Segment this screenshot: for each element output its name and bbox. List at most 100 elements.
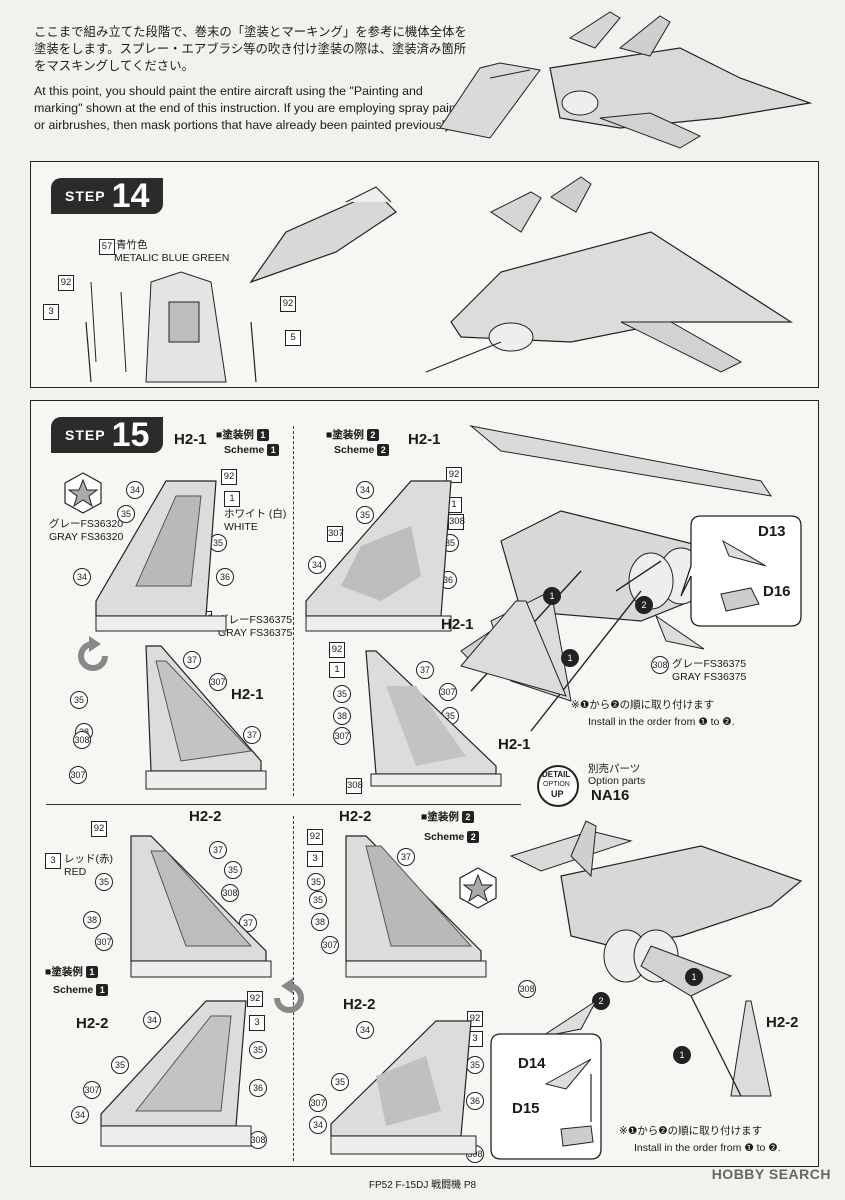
paint-num: 35: [307, 873, 325, 891]
paint-num: 36: [249, 1079, 267, 1097]
rotate-arrow-icon: [274, 978, 304, 1013]
step-15-number: 15: [111, 416, 150, 454]
paint-num: 37: [239, 914, 257, 932]
part-num: 92: [467, 1011, 483, 1027]
divider-vertical-top: [293, 426, 294, 796]
install-order-en: Install in the order from ❶ to ❷.: [634, 1142, 781, 1154]
paint-num: 38: [311, 913, 329, 931]
gray-fs36375-jp: グレーFS36375: [672, 658, 747, 670]
paint-num: 34: [309, 1116, 327, 1134]
paint-num: 34: [356, 1021, 374, 1039]
paint-num: 34: [126, 481, 144, 499]
paint-num: 36: [466, 1092, 484, 1110]
intro-en: At this point, you should paint the enti…: [34, 84, 466, 132]
aircraft-overview-illustration: [439, 11, 813, 149]
tail-fin-h2-1-scheme1: [95, 480, 227, 632]
tail-fin-h2-1-rotated-scheme2: [365, 650, 502, 787]
paint-num: 308: [651, 656, 669, 674]
step-15-header: STEP 15: [51, 416, 164, 454]
part-label-d15: D15: [512, 1100, 540, 1117]
paint-num: 35: [95, 873, 113, 891]
paint-num: 37: [416, 661, 434, 679]
cockpit-detail-illustration: [85, 271, 257, 383]
paint-num: 307: [69, 766, 87, 784]
part-label-h2-2: H2-2: [343, 996, 376, 1013]
watermark: HOBBY SEARCH: [711, 1166, 831, 1182]
tail-fin-h2-2-scheme2: [345, 835, 487, 978]
part-num: 3: [307, 851, 323, 867]
part-label-h2-2: H2-2: [189, 808, 222, 825]
order-marker-1: 1: [673, 1046, 691, 1064]
part-number-3: 3: [43, 304, 59, 320]
part-label-h2-2: H2-2: [766, 1014, 799, 1031]
tail-fin-h2-2-scheme1: [100, 1000, 252, 1147]
paint-num: 307: [333, 727, 351, 745]
paint-num: 308: [518, 980, 536, 998]
paint-num: 35: [331, 1073, 349, 1091]
intro-jp: ここまで組み立てた段階で、巻末の「塗装とマーキング」を参考に機体全体を塗装をしま…: [34, 25, 467, 73]
paint-num: 307: [83, 1081, 101, 1099]
part-num: 308: [346, 778, 363, 794]
part-num: 307: [327, 526, 344, 542]
detail-up-badge-icon: [537, 765, 579, 807]
part-308-illustration: [540, 1000, 597, 1038]
paint-num: 37: [243, 726, 261, 744]
part-label-h2-1: H2-1: [174, 431, 207, 448]
paint-num: 35: [117, 505, 135, 523]
intro-text: ここまで組み立てた段階で、巻末の「塗装とマーキング」を参考に機体全体を塗装をしま…: [34, 24, 474, 134]
detail-badge-text: DETAIL: [542, 770, 571, 779]
part-label-d13: D13: [758, 523, 786, 540]
install-order-jp: ※❶から❷の順に取り付けます: [571, 699, 715, 711]
option-part-code: NA16: [591, 787, 630, 804]
part-label-h2-1: H2-1: [498, 736, 531, 753]
paint-num: 35: [466, 1056, 484, 1074]
red-label-en: RED: [64, 866, 87, 878]
paint-num: 37: [183, 651, 201, 669]
paint-num: 38: [83, 911, 101, 929]
step-14-number: 14: [111, 177, 150, 215]
detail-badge-text: OPTION: [543, 781, 570, 788]
part-num: 92: [247, 991, 263, 1007]
paint-num: 35: [70, 691, 88, 709]
star-marking-icon: [64, 472, 102, 514]
step-14-header: STEP 14: [51, 177, 164, 215]
order-marker-2: 2: [592, 992, 610, 1010]
part-308-illustration: [654, 614, 705, 650]
paint-num: 35: [111, 1056, 129, 1074]
part-label-h2-1: H2-1: [231, 686, 264, 703]
paint-num: 308: [221, 884, 239, 902]
paint-num: 34: [356, 481, 374, 499]
part-num: 92: [446, 467, 462, 483]
paint-num: 35: [224, 861, 242, 879]
part-num: 3: [45, 853, 61, 869]
gray-fs36320-en: GRAY FS36320: [49, 531, 124, 543]
paint-number-57: 57: [99, 239, 115, 255]
gray-fs36375-en: GRAY FS36375: [672, 671, 747, 683]
part-label-h2-1: H2-1: [441, 616, 474, 633]
paint-num: 37: [209, 841, 227, 859]
part-label-h2-2: H2-2: [76, 1015, 109, 1032]
rotate-arrow-icon: [78, 636, 108, 671]
order-marker-1: 1: [543, 587, 561, 605]
red-label-jp: レッド(赤): [64, 853, 113, 865]
paint-num: 307: [95, 933, 113, 951]
part-number-92-left: 92: [58, 275, 74, 291]
part-num: 92: [91, 821, 107, 837]
part-num: 3: [249, 1015, 265, 1031]
paint-num: 34: [73, 568, 91, 586]
paint-num: 34: [71, 1106, 89, 1124]
part-num: 1: [224, 491, 240, 507]
order-marker-1: 1: [561, 649, 579, 667]
paint-num: 35: [356, 506, 374, 524]
gray-fs36375-en: GRAY FS36375: [218, 627, 293, 639]
part-d14-d15-callout: [490, 1033, 602, 1160]
part-number-5: 5: [285, 330, 301, 346]
part-label-d14: D14: [518, 1055, 546, 1072]
